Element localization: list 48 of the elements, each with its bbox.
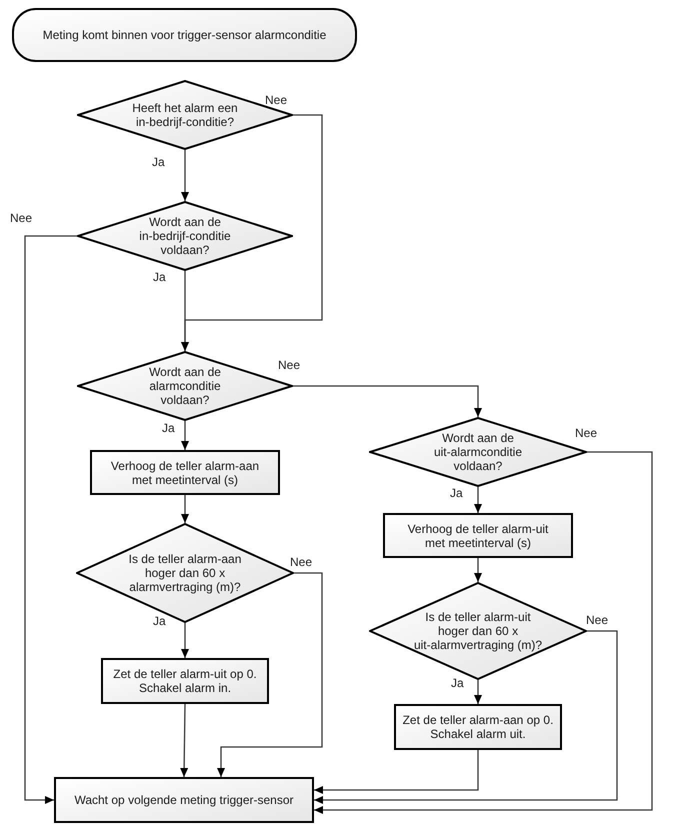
process-text: Verhoog de teller alarm-aan met meetinterval (s) (110, 458, 260, 486)
terminal-box (12, 8, 357, 62)
flow-arrow (314, 451, 653, 814)
terminal-text: Meting komt binnen voor trigger-sensor alarmconditie (42, 28, 326, 42)
process-box (90, 450, 280, 495)
process-box (54, 777, 314, 823)
edge-label: Nee (10, 211, 32, 225)
edge-label: Ja (162, 421, 175, 435)
flow-arrow (314, 750, 479, 794)
decision-text: Wordt aan de alarmconditie voldaan? (148, 365, 222, 407)
decision-text: Wordt aan de in-bedrijf-conditie voldaan? (138, 215, 232, 257)
decision-diamond (77, 80, 293, 150)
edge-label: Ja (451, 676, 464, 690)
process-text: Wacht op volgende meting trigger-sensor (74, 793, 294, 807)
process-box (394, 704, 562, 750)
flow-arrow (181, 421, 189, 450)
decision-text: Is de teller alarm-uit hoger dan 60 x uit-alarmvertraging (m)? (412, 610, 544, 652)
flow-arrow (181, 495, 189, 523)
decision-text: Wordt aan de uit-alarmconditie voldaan? (432, 431, 524, 473)
edge-label: Ja (153, 614, 166, 628)
decision-text: Heeft het alarm een in-bedrijf-conditie? (131, 101, 239, 129)
process-box (383, 513, 573, 558)
flow-arrow (474, 487, 482, 513)
flow-arrow (217, 572, 323, 777)
process-text: Verhoog de teller alarm-uit met meetinterval (s) (406, 522, 550, 550)
process-box (101, 658, 269, 704)
edge-label: Nee (575, 426, 598, 440)
edge-label: Nee (290, 555, 312, 569)
flow-arrow (180, 704, 188, 777)
process-text: Zet de teller alarm-uit op 0. Schakel alarm in. (112, 667, 258, 695)
flow-arrow (181, 150, 189, 201)
flow-arrow (293, 385, 482, 417)
edge-label: Ja (152, 155, 165, 169)
edge-label: Nee (265, 93, 288, 107)
flow-arrow (181, 271, 189, 351)
process-text: Zet de teller alarm-aan op 0. Schakel alarm uit. (402, 713, 554, 741)
flow-arrow (314, 630, 618, 804)
decision-diamond (369, 582, 587, 680)
edge-label: Nee (278, 358, 300, 372)
decision-text: Is de teller alarm-aan hoger dan 60 x alarmvertraging (m)? (128, 552, 242, 594)
decision-diamond (77, 201, 293, 271)
flow-arrow (474, 558, 482, 582)
edge-label: Ja (450, 486, 463, 500)
flow-arrow (181, 623, 189, 658)
flow-arrow (24, 235, 77, 804)
flow-arrow (474, 680, 482, 704)
edge-label: Nee (586, 613, 608, 627)
edge-label: Ja (153, 270, 166, 284)
